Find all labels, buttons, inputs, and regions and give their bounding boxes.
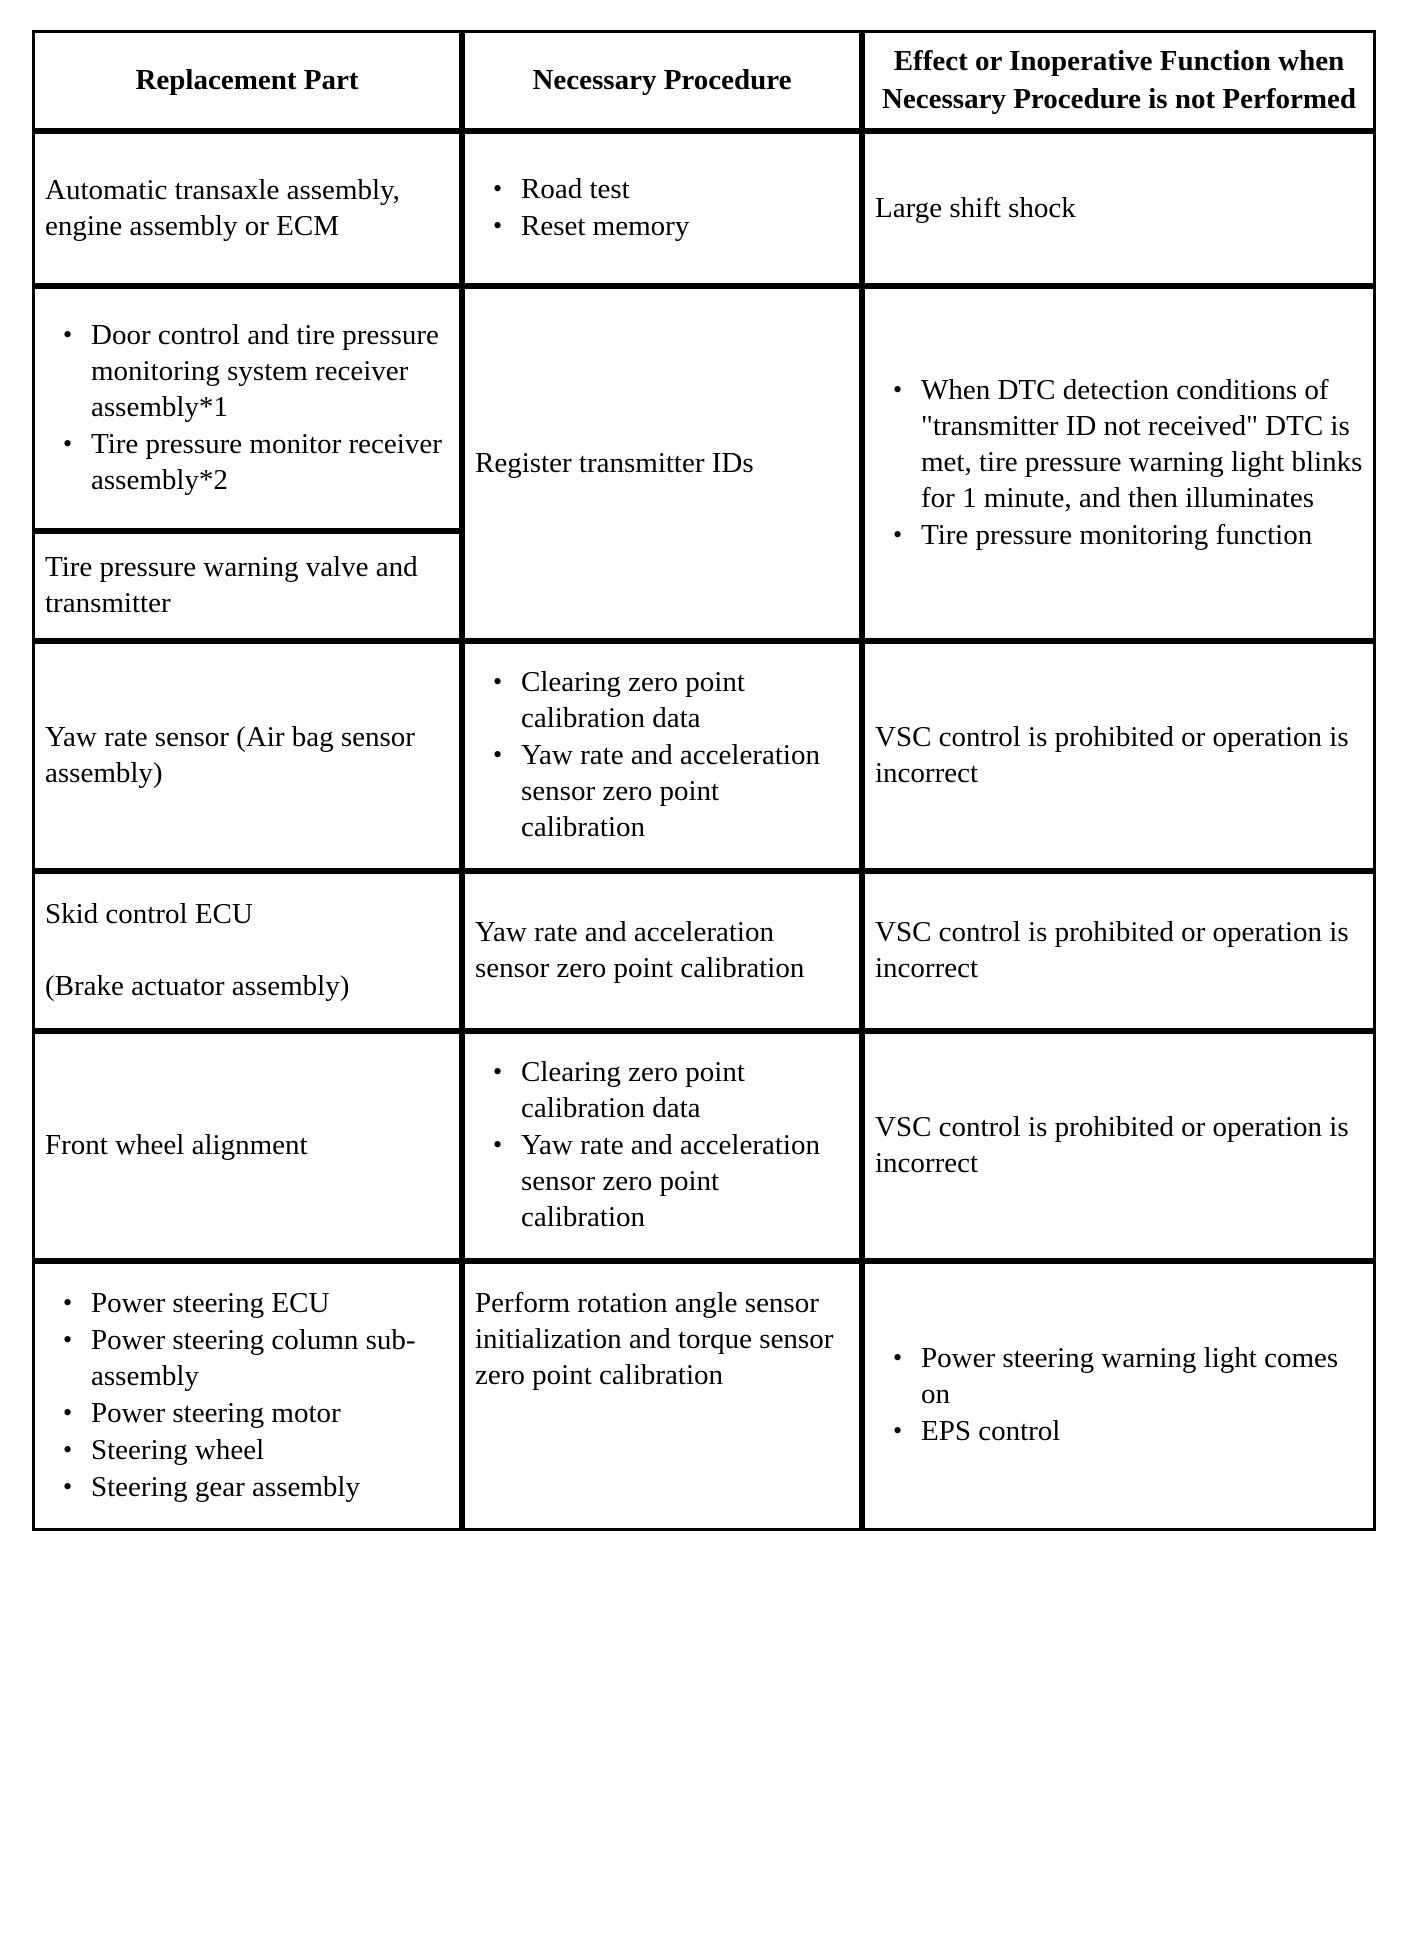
cell-replacement-part: Automatic transaxle assembly, engine ass…	[32, 131, 462, 287]
list-item: Clearing zero point calibration data	[493, 1055, 849, 1127]
effect-bullet-list: When DTC detection conditions of "transm…	[875, 373, 1363, 554]
cell-necessary-procedure: Yaw rate and acceleration sensor zero po…	[462, 871, 862, 1032]
replacement-part-text: Front wheel alignment	[45, 1129, 308, 1162]
procedure-bullet-list: Clearing zero point calibration data Yaw…	[475, 665, 849, 846]
cell-replacement-part: Tire pressure warning valve and transmit…	[32, 531, 462, 642]
list-item: Steering gear assembly	[63, 1470, 449, 1506]
cell-effect: VSC control is prohibited or operation i…	[862, 871, 1376, 1032]
table-row: Front wheel alignment Clearing zero poin…	[32, 1031, 1376, 1262]
cell-necessary-procedure: Road test Reset memory	[462, 131, 862, 287]
procedure-bullet-list: Clearing zero point calibration data Yaw…	[475, 1055, 849, 1236]
table-row: Skid control ECU (Brake actuator assembl…	[32, 871, 1376, 1032]
cell-replacement-part: Door control and tire pressure monitorin…	[32, 286, 462, 532]
cell-necessary-procedure: Clearing zero point calibration data Yaw…	[462, 1031, 862, 1262]
cell-necessary-procedure: Register transmitter IDs	[462, 286, 862, 642]
cell-effect: VSC control is prohibited or operation i…	[862, 641, 1376, 872]
table-row: Power steering ECU Power steering column…	[32, 1261, 1376, 1532]
replacement-part-text: Tire pressure warning valve and transmit…	[45, 551, 418, 620]
effect-bullet-list: Power steering warning light comes on EP…	[875, 1341, 1363, 1450]
list-item: Clearing zero point calibration data	[493, 665, 849, 737]
procedure-text: Yaw rate and acceleration sensor zero po…	[475, 916, 805, 985]
list-item: Road test	[493, 172, 849, 208]
list-item: Yaw rate and acceleration sensor zero po…	[493, 1128, 849, 1236]
list-item: Tire pressure monitor receiver assembly*…	[63, 427, 449, 499]
cell-effect: VSC control is prohibited or operation i…	[862, 1031, 1376, 1262]
replacement-part-text: Automatic transaxle assembly, engine ass…	[45, 173, 400, 242]
procedure-bullet-list: Road test Reset memory	[475, 172, 849, 245]
list-item: When DTC detection conditions of "transm…	[893, 373, 1363, 517]
effect-text: VSC control is prohibited or operation i…	[875, 721, 1349, 790]
procedure-text: Perform rotation angle sensor initializa…	[475, 1287, 834, 1392]
table-row: Yaw rate sensor (Air bag sensor assembly…	[32, 641, 1376, 872]
table-body: Automatic transaxle assembly, engine ass…	[32, 131, 1376, 1532]
procedure-text: Register transmitter IDs	[475, 446, 754, 479]
cell-replacement-part: Yaw rate sensor (Air bag sensor assembly…	[32, 641, 462, 872]
effect-text: VSC control is prohibited or operation i…	[875, 1111, 1349, 1180]
effect-text: VSC control is prohibited or operation i…	[875, 916, 1349, 985]
column-header-replacement-part: Replacement Part	[32, 30, 462, 132]
list-item: Tire pressure monitoring function	[893, 518, 1363, 554]
cell-effect: Large shift shock	[862, 131, 1376, 287]
cell-necessary-procedure: Clearing zero point calibration data Yaw…	[462, 641, 862, 872]
cell-effect: Power steering warning light comes on EP…	[862, 1261, 1376, 1532]
table-header: Replacement Part Necessary Procedure Eff…	[32, 30, 1376, 132]
replacement-part-text: Skid control ECU (Brake actuator assembl…	[45, 898, 350, 1003]
replacement-part-bullet-list: Power steering ECU Power steering column…	[45, 1286, 449, 1506]
list-item: EPS control	[893, 1414, 1363, 1450]
list-item: Yaw rate and acceleration sensor zero po…	[493, 738, 849, 846]
list-item: Power steering ECU	[63, 1286, 449, 1322]
cell-replacement-part: Power steering ECU Power steering column…	[32, 1261, 462, 1532]
replacement-part-text: Yaw rate sensor (Air bag sensor assembly…	[45, 721, 415, 790]
replacement-part-bullet-list: Door control and tire pressure monitorin…	[45, 318, 449, 499]
table-row: Door control and tire pressure monitorin…	[32, 286, 1376, 642]
cell-effect: When DTC detection conditions of "transm…	[862, 286, 1376, 642]
list-item: Power steering warning light comes on	[893, 1341, 1363, 1413]
table-header-row: Replacement Part Necessary Procedure Eff…	[32, 30, 1376, 132]
list-item: Reset memory	[493, 209, 849, 245]
table-row: Automatic transaxle assembly, engine ass…	[32, 131, 1376, 287]
cell-replacement-part: Front wheel alignment	[32, 1031, 462, 1262]
column-header-effect-or-inoperative-function: Effect or Inoperative Function when Nece…	[862, 30, 1376, 132]
table-row: Tire pressure warning valve and transmit…	[32, 531, 1376, 642]
list-item: Power steering motor	[63, 1396, 449, 1432]
cell-replacement-part: Skid control ECU (Brake actuator assembl…	[32, 871, 462, 1032]
column-header-necessary-procedure: Necessary Procedure	[462, 30, 862, 132]
list-item: Door control and tire pressure monitorin…	[63, 318, 449, 426]
list-item: Steering wheel	[63, 1433, 449, 1469]
effect-text: Large shift shock	[875, 191, 1076, 224]
replacement-part-procedure-table: Replacement Part Necessary Procedure Eff…	[32, 30, 1376, 1532]
cell-necessary-procedure: Perform rotation angle sensor initializa…	[462, 1261, 862, 1532]
list-item: Power steering column sub-assembly	[63, 1323, 449, 1395]
